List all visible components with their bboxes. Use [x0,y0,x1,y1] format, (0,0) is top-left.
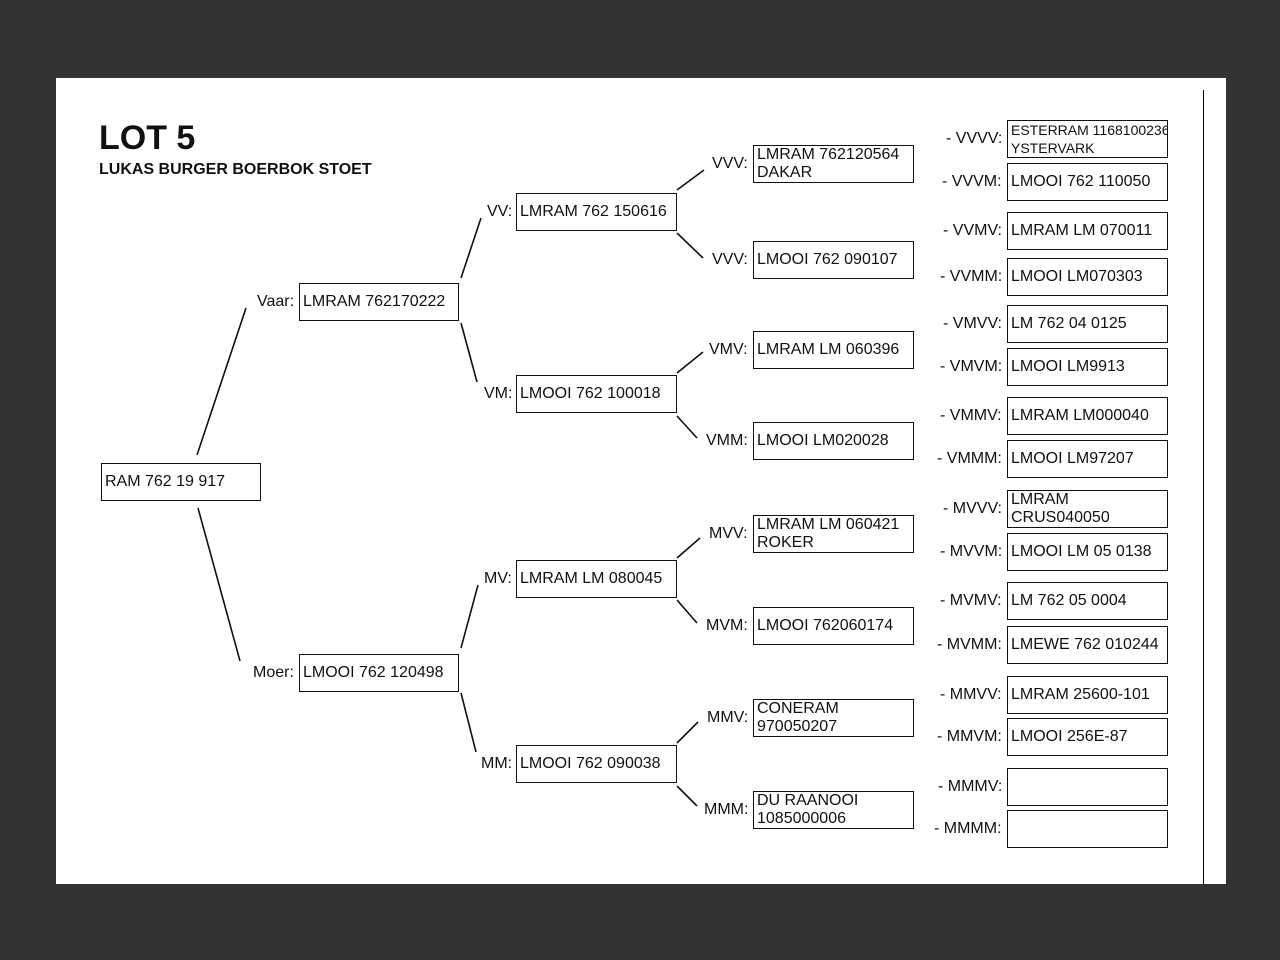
parent-label-2: Moer: [253,664,294,681]
great-great-grandparent-label-9: - MVVV: [943,500,1002,517]
great-great-grandparent-label-4: - VVMM: [940,268,1003,285]
great-great-grandparent-box-14: LMOOI 256E-87 [1007,718,1168,756]
great-grandparent-box-5-line-1: LMRAM LM 060421 [757,516,900,533]
great-grandparent-label-4: VMM: [706,432,748,449]
great-grandparent-box-1-line-1: LMRAM 762120564 [757,146,900,163]
great-great-grandparent-box-16 [1007,810,1168,848]
great-great-grandparent-box-7: LMRAM LM000040 [1007,397,1168,435]
great-great-grandparent-box-15 [1007,768,1168,806]
great-grandparent-label-5: MVV: [709,525,748,542]
great-great-grandparent-box-1-line-1: ESTERRAM 1168100236 [1011,122,1168,138]
great-great-grandparent-box-12: LMEWE 762 010244 [1007,626,1168,664]
great-great-grandparent-box-10: LMOOI LM 05 0138 [1007,533,1168,571]
parent-label-1: Vaar: [257,293,295,310]
subject-box: RAM 762 19 917 [101,463,261,501]
grandparent-box-1: LMRAM 762 150616 [516,193,677,231]
great-great-grandparent-label-15: - MMMV: [938,778,1003,795]
great-great-grandparent-box-6: LMOOI LM9913 [1007,348,1168,386]
connector-gen3-3 [676,351,704,374]
great-grandparent-label-3: VMV: [709,341,748,358]
connector-dam [197,507,241,662]
great-great-grandparent-label-6: - VMVM: [940,358,1003,375]
connector-gen3-2 [676,232,704,259]
grandparent-box-3: LMRAM LM 080045 [516,560,677,598]
great-great-grandparent-box-11: LM 762 05 0004 [1007,582,1168,620]
great-great-grandparent-label-1: - VVVV: [946,130,1003,147]
great-great-grandparent-box-13: LMRAM 25600-101 [1007,676,1168,714]
great-grandparent-label-7: MMV: [707,709,749,726]
grandparent-label-3: MV: [484,570,512,587]
great-grandparent-box-8-line-1: DU RAANOOI [757,792,859,809]
grandparent-label-1: VV: [487,203,513,220]
page-title: LOT 5 [99,119,196,157]
connector-gen3-8 [676,785,698,807]
connector-gen3-4 [676,415,698,439]
great-grandparent-label-2: VVV: [712,251,748,268]
connector-vm [460,322,478,383]
great-great-grandparent-box-1-line-2: YSTERVARK [1011,140,1095,156]
great-great-grandparent-label-7: - VMMV: [940,407,1002,424]
connector-gen3-5 [676,537,701,559]
great-grandparent-box-6: LMOOI 762060174 [753,607,914,645]
great-grandparent-label-8: MMM: [704,801,749,818]
great-great-grandparent-label-13: - MMVV: [940,686,1002,703]
great-great-grandparent-box-9-line-1: LMRAM [1011,491,1069,508]
great-grandparent-box-5-line-2: ROKER [757,534,814,551]
grandparent-label-4: MM: [481,755,513,772]
great-grandparent-label-1: VVV: [712,155,748,172]
great-great-grandparent-label-10: - MVVM: [940,543,1003,560]
great-great-grandparent-label-11: - MVMV: [940,592,1002,609]
great-great-grandparent-label-16: - MMMM: [934,820,1002,837]
grandparent-label-2: VM: [484,385,513,402]
page-edge-divider [1203,90,1204,884]
great-grandparent-box-4: LMOOI LM020028 [753,422,914,460]
connector-mv [460,584,479,649]
parent-box-2: LMOOI 762 120498 [299,654,459,692]
connector-gen3-1 [676,169,705,191]
great-grandparent-box-8-line-2: 1085000006 [757,810,846,827]
great-great-grandparent-label-12: - MVMM: [937,636,1002,653]
great-grandparent-box-7-line-1: CONERAM [757,700,839,717]
great-grandparent-box-2: LMOOI 762 090107 [753,241,914,279]
great-grandparent-box-1-line-2: DAKAR [757,164,813,181]
great-great-grandparent-label-8: - VMMM: [937,450,1002,467]
connector-gen3-7 [676,721,699,744]
great-great-grandparent-box-5: LM 762 04 0125 [1007,305,1168,343]
great-great-grandparent-box-9-line-2: CRUS040050 [1011,509,1110,526]
connector-vv [460,217,482,279]
grandparent-box-4: LMOOI 762 090038 [516,745,677,783]
great-great-grandparent-label-14: - MMVM: [937,728,1002,745]
connector-gen3-6 [676,599,698,624]
grandparent-box-2: LMOOI 762 100018 [516,375,677,413]
great-great-grandparent-label-3: - VVMV: [943,222,1002,239]
connector-mm [460,692,477,753]
great-great-grandparent-box-8: LMOOI LM97207 [1007,440,1168,478]
great-great-grandparent-box-4: LMOOI LM070303 [1007,258,1168,296]
great-great-grandparent-box-2: LMOOI 762 110050 [1007,163,1168,201]
great-grandparent-label-6: MVM: [706,617,748,634]
page-subtitle: LUKAS BURGER BOERBOK STOET [99,161,372,178]
connector-sire [196,307,247,456]
great-great-grandparent-label-5: - VMVV: [943,315,1002,332]
great-great-grandparent-box-3: LMRAM LM 070011 [1007,212,1168,250]
great-grandparent-box-3: LMRAM LM 060396 [753,331,914,369]
great-grandparent-box-7-line-2: 970050207 [757,718,838,735]
parent-box-1: LMRAM 762170222 [299,283,459,321]
great-great-grandparent-label-2: - VVVM: [942,173,1002,190]
